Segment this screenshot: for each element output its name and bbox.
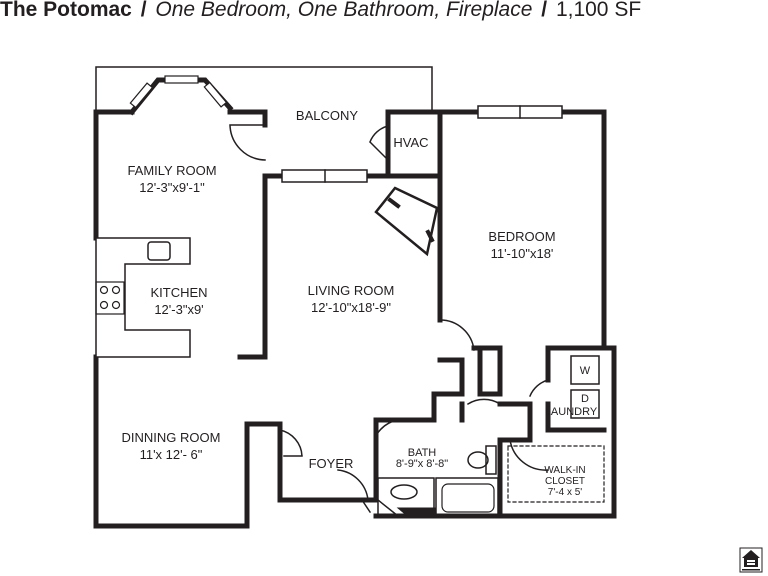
plan-title: The Potomac / One Bedroom, One Bathroom,… bbox=[0, 0, 641, 23]
closet-label-line2: CLOSET bbox=[545, 476, 585, 487]
toilet-tank bbox=[485, 445, 497, 475]
kitchen-stove bbox=[95, 281, 125, 315]
dining-room-size: 11'x 12'- 6" bbox=[140, 447, 203, 462]
stove-burner bbox=[99, 285, 109, 295]
family-room-wall bbox=[93, 109, 268, 360]
foyer-label: FOYER bbox=[309, 456, 354, 471]
bath-door bbox=[374, 419, 407, 438]
stove-burner bbox=[99, 300, 109, 310]
washer bbox=[570, 355, 600, 385]
bath-partition bbox=[459, 401, 533, 519]
dining-room-label: DINNING ROOM bbox=[122, 430, 221, 445]
title-separator: / bbox=[140, 0, 147, 21]
living-room-label: LIVING ROOM bbox=[308, 283, 395, 298]
title-separator: / bbox=[541, 0, 548, 21]
bathtub-inner bbox=[441, 483, 495, 513]
fireplace bbox=[374, 186, 439, 257]
laundry-door bbox=[529, 379, 549, 397]
stove-burner bbox=[111, 285, 121, 295]
fireplace-hearth bbox=[387, 197, 435, 243]
balcony-label: BALCONY bbox=[296, 108, 358, 123]
bay-window-glass-center bbox=[164, 75, 199, 84]
hvac-label: HVAC bbox=[393, 135, 428, 150]
unit-area: 1,100 SF bbox=[555, 0, 642, 21]
laundry-label: LAUNDRY bbox=[545, 406, 598, 418]
closet-size: 7'-4 x 5' bbox=[548, 487, 582, 498]
balcony-railing bbox=[95, 66, 433, 111]
unit-name: The Potomac bbox=[0, 0, 132, 21]
entry-door bbox=[337, 469, 372, 514]
dryer-label: D bbox=[581, 393, 589, 405]
bay-window-glass-right bbox=[203, 81, 228, 108]
kitchen-label: KITCHEN bbox=[150, 285, 207, 300]
toilet-bowl bbox=[467, 451, 489, 469]
closet-shelf-outline bbox=[507, 445, 605, 503]
equal-housing-logo bbox=[739, 547, 763, 573]
kitchen-size: 12'-3"x9' bbox=[154, 302, 203, 317]
family-room-door bbox=[229, 124, 266, 161]
kitchen-counter bbox=[95, 237, 191, 358]
dryer bbox=[570, 389, 600, 419]
family-room-size: 12'-3"x9'-1" bbox=[139, 180, 205, 195]
coat-closet-door bbox=[279, 429, 303, 457]
laundry-wall bbox=[545, 345, 617, 519]
closet-label-line1: WALK-IN bbox=[544, 465, 585, 476]
hvac-wall bbox=[385, 109, 443, 323]
bath-size: 8'-9"x 8'-8" bbox=[396, 458, 448, 470]
dining-wall bbox=[244, 421, 365, 529]
bay-window-glass-left bbox=[129, 82, 154, 109]
hall-wall bbox=[471, 345, 503, 397]
closet-door bbox=[509, 439, 549, 471]
unit-description: One Bedroom, One Bathroom, Fireplace bbox=[155, 0, 533, 21]
west-exterior-wall bbox=[93, 109, 250, 529]
bedroom-size: 11'-10"x18' bbox=[491, 246, 554, 261]
hall-door bbox=[466, 398, 502, 406]
washer-label: W bbox=[580, 365, 591, 377]
hall-wall bbox=[373, 357, 465, 423]
hvac-door bbox=[368, 125, 390, 162]
bedroom-door bbox=[439, 319, 475, 351]
bedroom-label: BEDROOM bbox=[488, 229, 555, 244]
kitchen-sink bbox=[147, 241, 171, 261]
entry-wall bbox=[363, 475, 379, 503]
stove-burner bbox=[111, 300, 121, 310]
bedroom-wall bbox=[437, 109, 607, 351]
family-room-label: FAMILY ROOM bbox=[127, 163, 216, 178]
bath-label: BATH bbox=[408, 447, 437, 459]
bath-sink bbox=[390, 484, 418, 500]
living-room-size: 12'-10"x18'-9" bbox=[311, 300, 391, 315]
